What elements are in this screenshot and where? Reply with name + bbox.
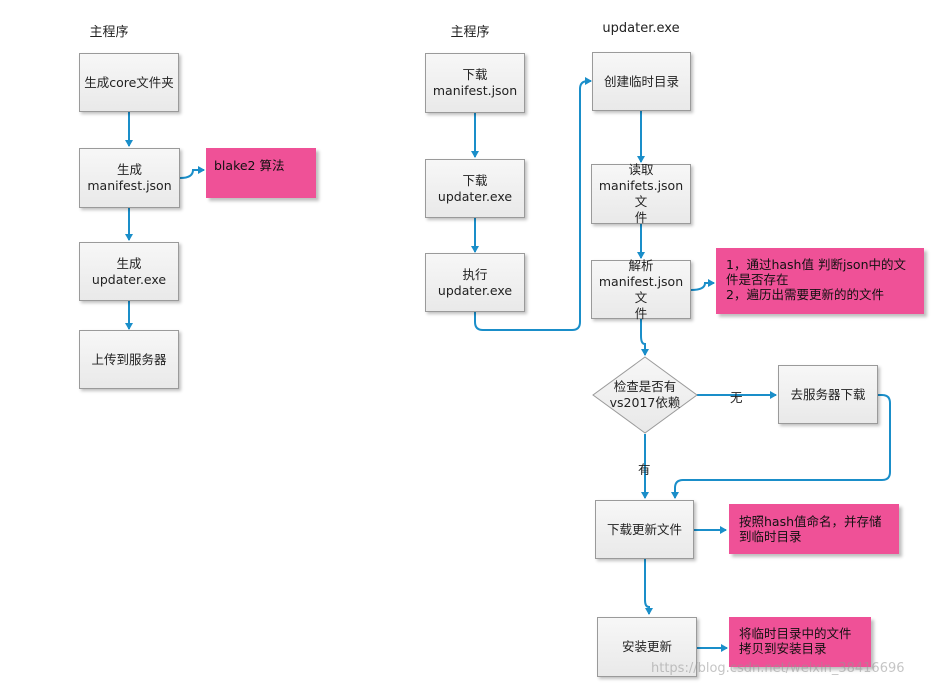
step-run-updater: 执行updater.exe [425, 253, 525, 312]
label-no: 无 [730, 390, 743, 405]
note-parse: 1，通过hash值 判断json中的文 件是否存在 2，遍历出需要更新的的文件 [716, 248, 924, 314]
decision-diamond-shape [592, 356, 698, 434]
arrow-download-back [671, 394, 891, 499]
step-create-temp-dir: 创建临时目录 [592, 52, 691, 111]
step-read-manifest: 读取 manifets.json文 件 [591, 162, 691, 225]
note-download: 按照hash值命名，并存储 到临时目录 [729, 504, 899, 554]
middle-title: 主程序 [450, 25, 490, 40]
note-install: 将临时目录中的文件 拷贝到安装目录 [729, 617, 871, 667]
arrow-right-3 [640, 319, 649, 356]
arrow-left-note [179, 166, 205, 179]
step-download-update-files: 下载更新文件 [595, 500, 694, 559]
step-generate-updater: 生成updater.exe [79, 242, 179, 301]
right-title: updater.exe [602, 21, 680, 36]
step-download-from-server: 去服务器下载 [778, 365, 878, 424]
step-install-update: 安装更新 [597, 617, 697, 677]
step-download-manifest: 下载 manifest.json [425, 53, 525, 113]
step-generate-manifest: 生成 manifest.json [79, 148, 180, 208]
step-download-updater: 下载updater.exe [425, 159, 525, 218]
watermark: https://blog.csdn.net/weixin_38416696 [651, 661, 905, 676]
left-title: 主程序 [89, 25, 129, 40]
arrow-to-install [644, 559, 653, 615]
decision-vs2017: 检查是否有 vs2017依赖 [592, 356, 698, 434]
arrow-parse-note [690, 279, 715, 291]
step-parse-manifest: 解析 manifest.json文 件 [591, 258, 691, 321]
label-yes: 有 [638, 462, 651, 477]
decision-text: 检查是否有 vs2017依赖 [609, 379, 681, 410]
arrow-mid-to-right [474, 77, 592, 331]
step-upload-server: 上传到服务器 [79, 330, 179, 389]
step-create-core-folder: 生成core文件夹 [79, 53, 179, 112]
note-blake2: blake2 算法 [206, 148, 316, 198]
